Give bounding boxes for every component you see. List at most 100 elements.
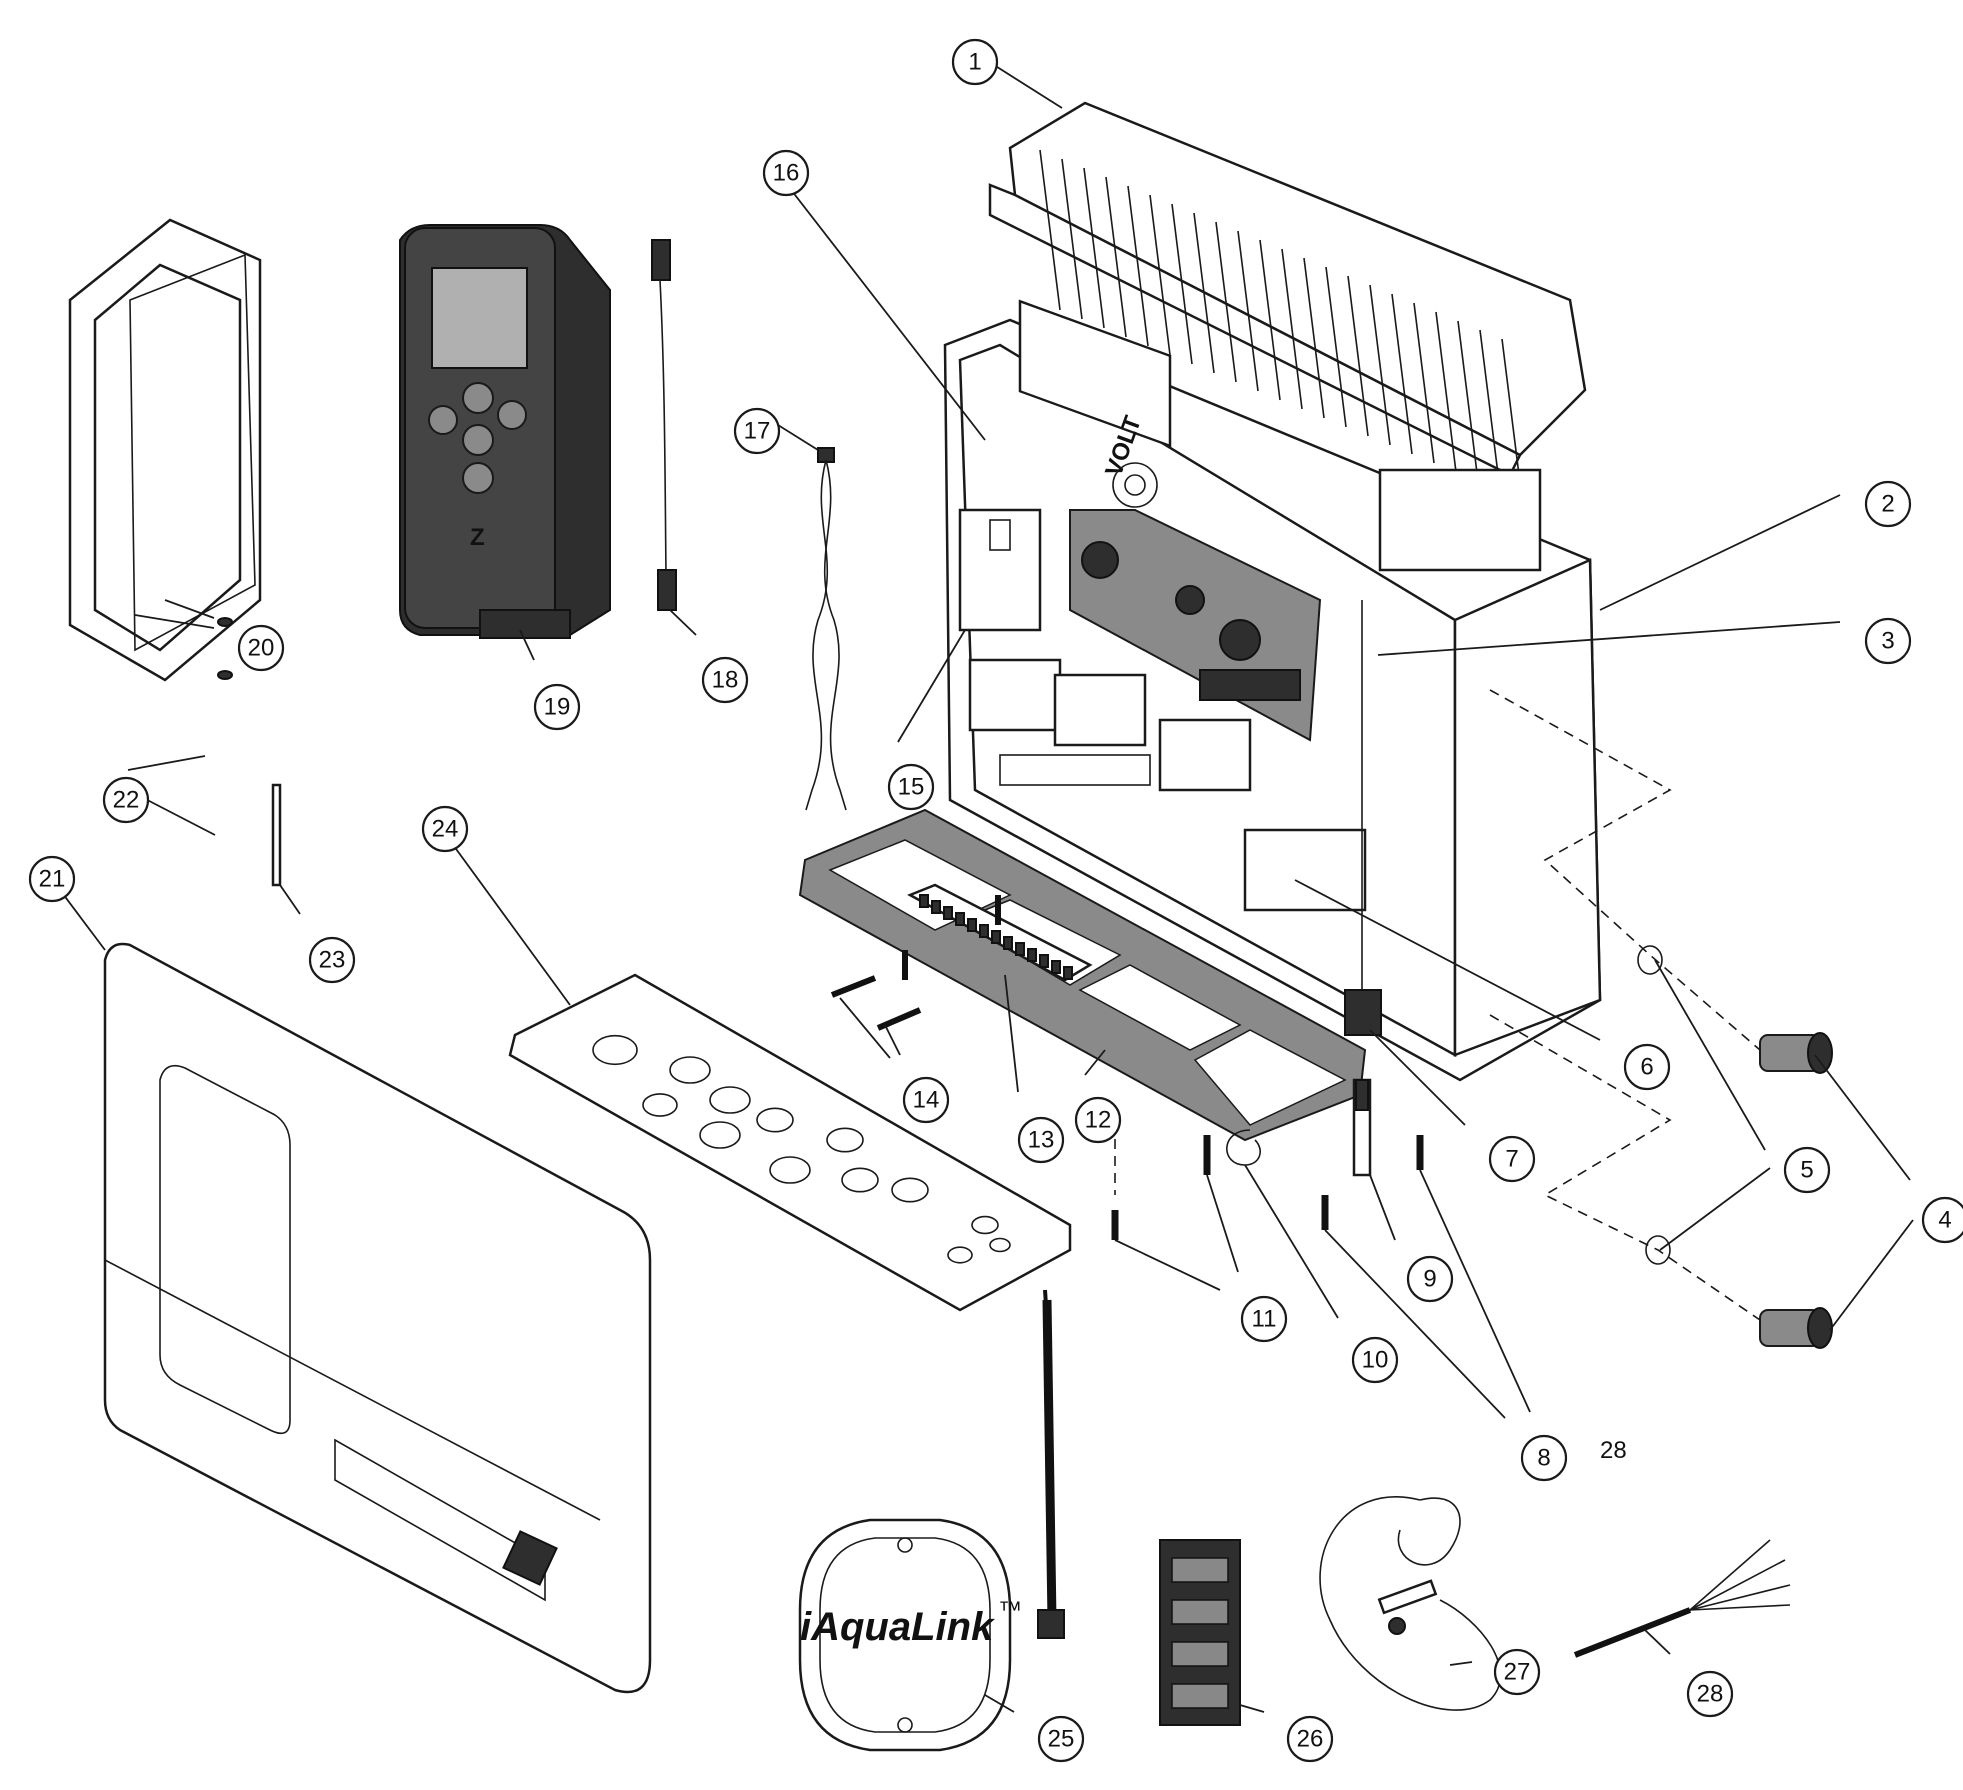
callout-markers: 1234567891011121314151617181920212223242… (28, 38, 1963, 1763)
terminal-tooth (931, 900, 941, 914)
part-cable (651, 239, 677, 611)
leader-line-22 (127, 755, 206, 771)
panel-hole (642, 1093, 678, 1117)
lid-rib (1259, 239, 1281, 401)
callout-19: 19 (533, 683, 581, 731)
callout-circle (1864, 617, 1912, 665)
part-relays (968, 658, 1367, 912)
leader-line-11 (1206, 1174, 1239, 1273)
lid-rib (1083, 167, 1105, 329)
callout-number: 2 (1881, 491, 1894, 518)
panel-hole (826, 1127, 864, 1153)
callout-9: 9 (1406, 1255, 1454, 1303)
callout-number: 25 (1048, 1726, 1075, 1753)
callout-circle (1351, 1336, 1399, 1384)
callout-circle (102, 776, 150, 824)
callout-22: 22 (102, 776, 150, 824)
leader-line-13 (1004, 974, 1019, 1093)
lid-rib (1479, 329, 1501, 491)
panel-hole (947, 1246, 973, 1264)
callout-10: 10 (1351, 1336, 1399, 1384)
leader-line-14 (884, 1024, 901, 1056)
leader-line-27 (1449, 1661, 1473, 1666)
callout-26: 26 (1286, 1715, 1334, 1763)
callout-15: 15 (887, 763, 935, 811)
panel-hole (709, 1086, 751, 1114)
part-twisted-wire (805, 447, 847, 811)
part-pins (217, 617, 233, 680)
part-screws-14 (830, 895, 1001, 1031)
callout-23: 23 (308, 936, 356, 984)
callout-circle (1240, 1295, 1288, 1343)
callout-circle (308, 936, 356, 984)
callout-circle (887, 763, 935, 811)
lid-rib (1281, 248, 1303, 410)
lid-rib (1061, 158, 1083, 320)
callout-circle (902, 1076, 950, 1124)
part-plugs (1759, 1032, 1833, 1349)
callout-number: 16 (773, 160, 800, 187)
lid-rib (1457, 320, 1479, 482)
terminal-tooth (1003, 936, 1013, 950)
callout-circle (533, 683, 581, 731)
callout-number: 22 (113, 787, 140, 814)
lid-rib (1149, 194, 1171, 356)
leader-line-2 (1599, 494, 1841, 611)
callout-24: 24 (421, 805, 469, 853)
callout-circle (701, 656, 749, 704)
callout-circle (733, 407, 781, 455)
part-sensor-cable (1319, 1496, 1502, 1711)
callout-number: 18 (712, 667, 739, 694)
callout-number: 10 (1362, 1347, 1389, 1374)
panel-hole (699, 1121, 741, 1149)
panel-hole (769, 1156, 811, 1184)
lid-rib (1391, 293, 1413, 455)
lid-rib (1435, 311, 1457, 473)
part-bezel-frame (68, 218, 262, 682)
callout-number: 21 (39, 866, 66, 893)
leader-line-16 (777, 172, 986, 441)
part-screws-8 (1321, 1135, 1424, 1230)
callout-25: 25 (1037, 1715, 1085, 1763)
terminal-tooth (1063, 966, 1073, 980)
leader-line-9 (1369, 1174, 1396, 1241)
part-circuit-board (1069, 509, 1322, 742)
callout-4: 4 (1921, 1196, 1963, 1244)
lid-rib (1039, 149, 1061, 311)
callout-number: 9 (1423, 1266, 1436, 1293)
callout-14: 14 (902, 1076, 950, 1124)
callout-number: 13 (1028, 1127, 1055, 1154)
panel-hole (989, 1237, 1011, 1253)
lid-rib (1193, 212, 1215, 374)
callout-number: 3 (1881, 628, 1894, 655)
leader-line-8 (1324, 1229, 1506, 1419)
lid-rib (1105, 176, 1127, 338)
leader-line-10 (1244, 1164, 1339, 1319)
callout-1: 1 (951, 38, 999, 86)
lid-rib (1325, 266, 1347, 428)
callout-number: 15 (898, 774, 925, 801)
leader-line-28 (1644, 1629, 1671, 1655)
panel-hole (669, 1056, 711, 1084)
callout-11: 11 (1240, 1295, 1288, 1343)
leader-line-14 (839, 997, 891, 1059)
callout-circle (28, 855, 76, 903)
part-lid (988, 101, 1587, 500)
leader-line-23 (279, 884, 301, 915)
leader-line-15 (897, 629, 966, 743)
callout-number: 6 (1640, 1054, 1653, 1081)
callout-2: 2 (1864, 480, 1912, 528)
callout-circle (1406, 1255, 1454, 1303)
callout-21: 21 (28, 855, 76, 903)
callout-number: 14 (913, 1087, 940, 1114)
lid-rib (1347, 275, 1369, 437)
part-bottom-panel (508, 973, 1072, 1312)
callout-circle (1623, 1043, 1671, 1091)
callout-circle (1864, 480, 1912, 528)
callout-27: 27 (1493, 1648, 1541, 1696)
lid-rib (1237, 230, 1259, 392)
part-front-cover (103, 942, 652, 1694)
callout-18: 18 (701, 656, 749, 704)
callout-circle (1074, 1096, 1122, 1144)
